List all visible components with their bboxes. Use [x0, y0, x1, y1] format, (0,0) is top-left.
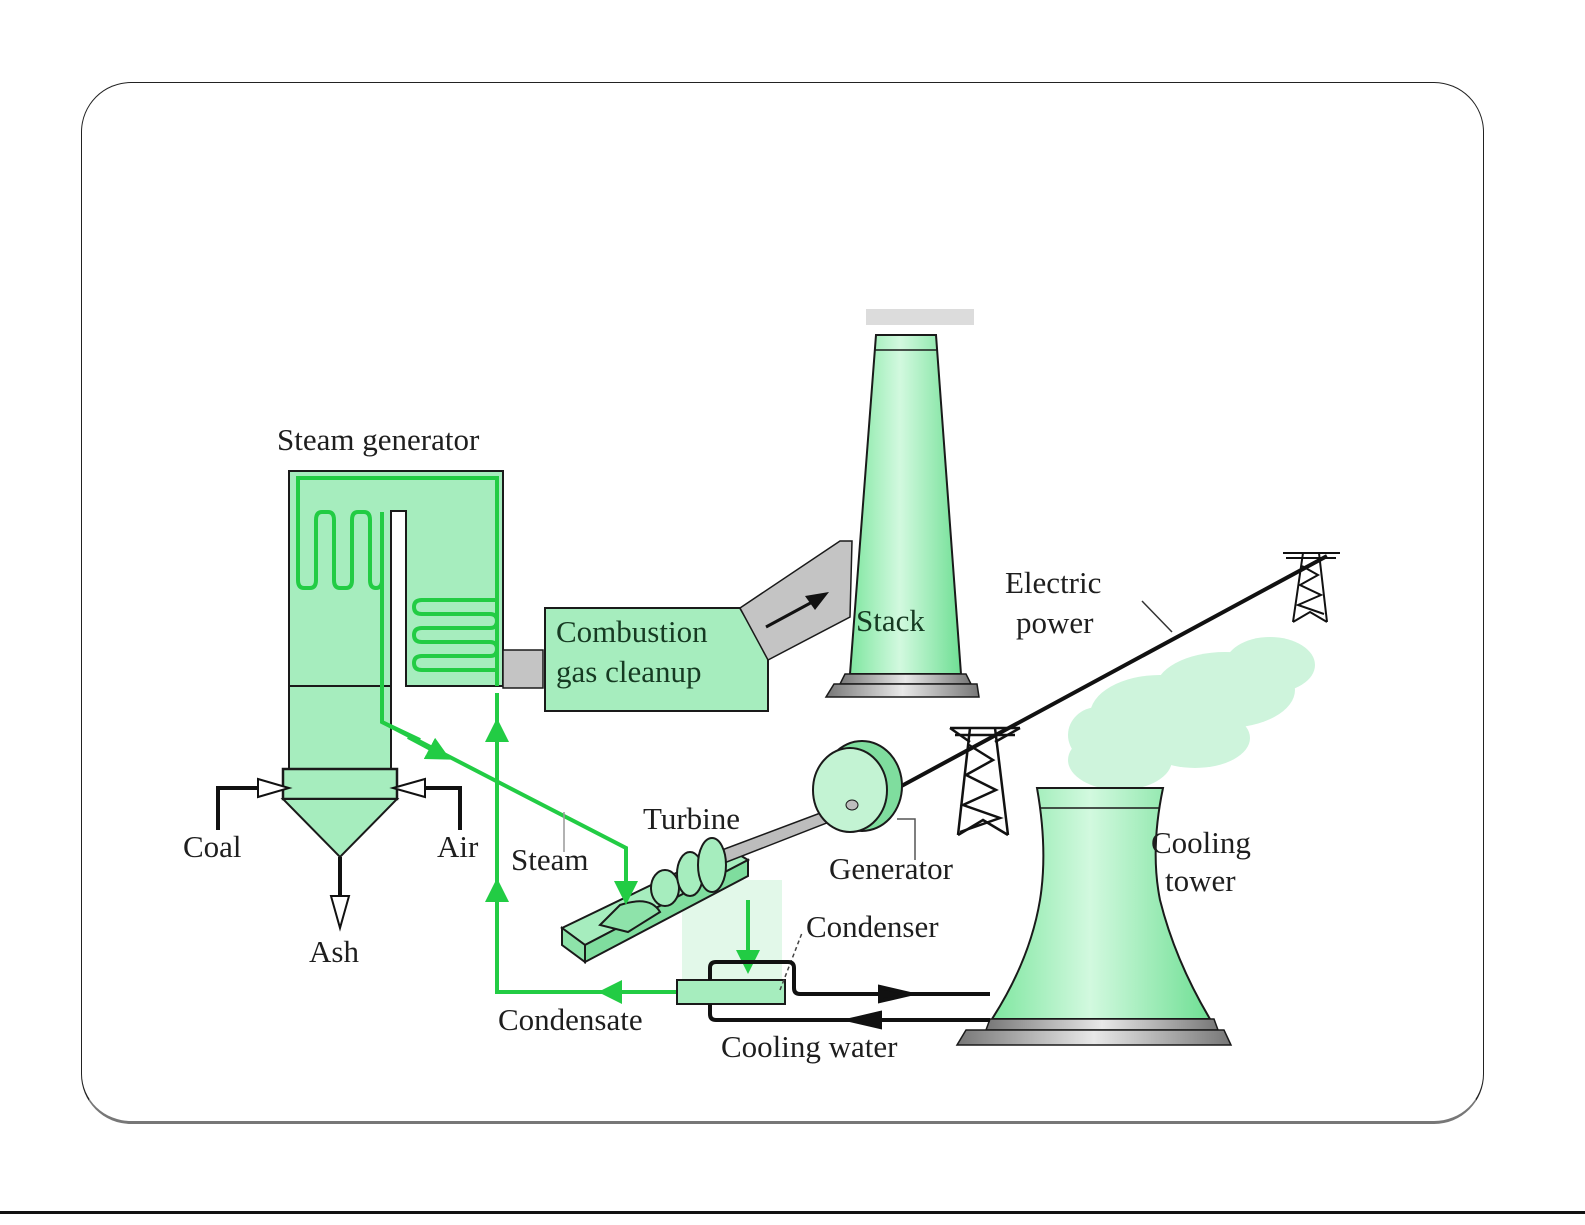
label-condensate: Condensate: [498, 1002, 643, 1037]
combustion-gas-cleanup-box: [544, 607, 769, 712]
label-electric: Electric: [1005, 565, 1101, 600]
electric-power-leader: [1141, 600, 1173, 633]
label-steam-generator: Steam generator: [277, 422, 480, 457]
transmission-tower-far-icon: [1283, 552, 1340, 623]
power-line: [869, 554, 1328, 805]
gas-flow-arrow-icon: [765, 592, 829, 629]
cooling-water-loop: [708, 960, 990, 1030]
ash-outlet: [329, 857, 351, 932]
superheater-coil: [296, 476, 499, 742]
stack-smoke: [866, 309, 974, 325]
label-generator: Generator: [829, 851, 954, 886]
transmission-tower-near-icon: [949, 726, 1021, 837]
turbine: [560, 799, 862, 964]
label-combustion-line2: gas cleanup: [556, 654, 701, 689]
flue-duct: [502, 649, 544, 689]
economizer-coil: [411, 598, 500, 672]
label-steam: Steam: [511, 842, 589, 877]
label-air: Air: [437, 829, 479, 864]
label-coal: Coal: [183, 829, 242, 864]
slide-frame: [81, 82, 1484, 1124]
label-ash: Ash: [309, 934, 359, 969]
label-turbine: Turbine: [643, 801, 740, 836]
condenser: [676, 932, 803, 1005]
air-inlet: [389, 777, 462, 830]
steam-generator: [280, 470, 504, 859]
label-cooling: Cooling: [1151, 825, 1251, 860]
label-power: power: [1016, 605, 1094, 640]
label-condenser: Condenser: [806, 909, 939, 944]
stack: [824, 334, 980, 698]
bottom-rule: [0, 1211, 1585, 1214]
coal-inlet: [216, 777, 293, 830]
stack-duct: [739, 540, 853, 662]
condensate-line: [485, 693, 677, 1004]
label-combustion-line1: Combustion: [556, 614, 708, 649]
label-tower: tower: [1165, 863, 1236, 898]
label-stack: Stack: [856, 603, 925, 638]
steam-line: [381, 720, 638, 905]
generator: [812, 740, 916, 860]
cooling-tower: [955, 787, 1233, 1046]
label-cooling-water: Cooling water: [721, 1029, 898, 1064]
cooling-tower-plume: [1068, 637, 1315, 790]
